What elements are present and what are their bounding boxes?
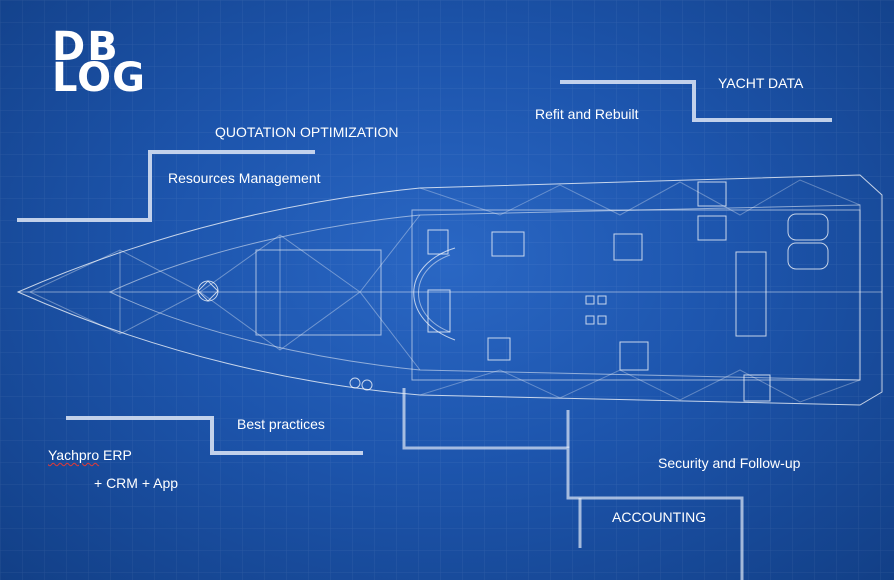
dblog-logo: DB LOG [52, 24, 146, 101]
label-accounting: ACCOUNTING [612, 509, 707, 525]
logo-line-2: LOG [52, 55, 146, 101]
hull-outline [16, 174, 883, 406]
label-resources-management: Resources Management [168, 170, 321, 186]
label-erp-name: Yachpro [48, 447, 100, 463]
label-refit-rebuilt: Refit and Rebuilt [535, 106, 639, 122]
logo-line-1: DB [52, 24, 120, 70]
label-security-follow-up: Security and Follow-up [658, 455, 801, 471]
label-crm-app: + CRM + App [94, 475, 179, 491]
leader-resources [17, 150, 315, 222]
label-yacht-data: YACHT DATA [718, 75, 804, 91]
label-erp: Yachpro ERP [48, 447, 132, 463]
leader-accounting [402, 388, 744, 580]
label-erp-suffix: ERP [99, 447, 132, 463]
leader-best-practices [66, 416, 363, 455]
label-best-practices: Best practices [237, 416, 325, 432]
leader-yacht-data [560, 80, 832, 122]
label-quotation-optimization: QUOTATION OPTIMIZATION [215, 124, 399, 140]
